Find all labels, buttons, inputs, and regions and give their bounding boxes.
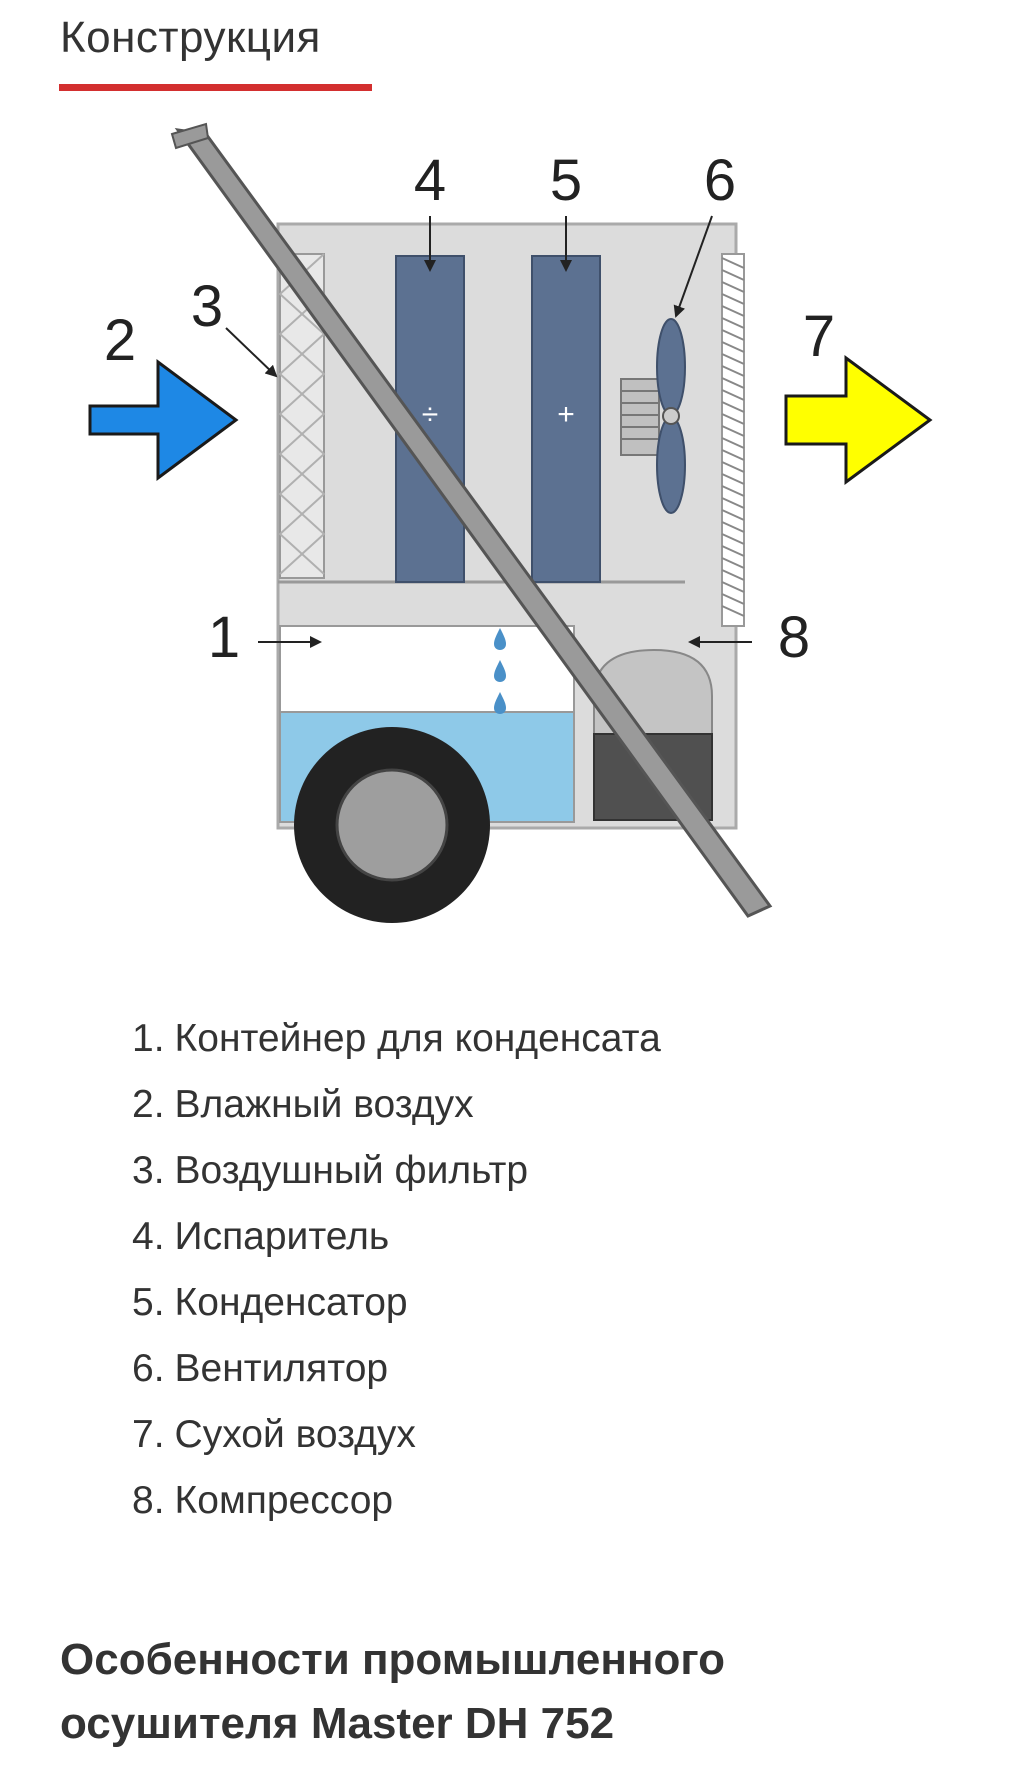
callout-2: 2 — [104, 308, 136, 373]
fan-icon — [620, 318, 686, 514]
condenser-panel — [531, 255, 601, 583]
handle-bar — [170, 122, 773, 918]
callout-4: 4 — [414, 148, 446, 213]
leader-6 — [673, 215, 713, 318]
legend-list: 1.Контейнер для конденсата 2.Влажный воз… — [132, 1006, 661, 1534]
legend-item: 8.Компрессор — [132, 1479, 394, 1522]
outlet-arrow-icon — [784, 355, 933, 485]
dehumidifier-diagram: ÷ + — [0, 120, 1020, 940]
callout-1: 1 — [208, 605, 240, 670]
features-heading-line-1: Особенности промышленного — [60, 1635, 726, 1684]
callout-8: 8 — [778, 605, 810, 670]
legend-item: 5.Конденсатор — [132, 1281, 408, 1324]
features-heading: Особенности промышленного осушителя Mast… — [60, 1628, 960, 1756]
condenser-symbol: + — [557, 398, 575, 431]
compressor — [593, 648, 713, 821]
callout-6: 6 — [704, 148, 736, 213]
legend-item: 3.Воздушный фильтр — [132, 1149, 529, 1192]
evaporator-symbol: ÷ — [422, 398, 438, 431]
legend-item: 1.Контейнер для конденсата — [132, 1017, 661, 1060]
legend-item: 2.Влажный воздух — [132, 1083, 474, 1126]
inlet-arrow-icon — [88, 359, 239, 481]
callout-3: 3 — [191, 274, 223, 339]
leader-3 — [225, 327, 278, 378]
legend-item: 6.Вентилятор — [132, 1347, 389, 1390]
features-heading-line-2: осушителя Master DH 752 — [60, 1699, 615, 1748]
section-title: Конструкция — [60, 13, 321, 62]
outlet-grille — [721, 253, 745, 627]
water-drop-icon — [494, 628, 506, 714]
legend-item: 7.Сухой воздух — [132, 1413, 416, 1456]
legend-item: 4.Испаритель — [132, 1215, 390, 1258]
title-underline — [59, 84, 372, 91]
wheel — [294, 727, 490, 923]
callout-7: 7 — [803, 304, 835, 369]
callout-5: 5 — [550, 148, 582, 213]
